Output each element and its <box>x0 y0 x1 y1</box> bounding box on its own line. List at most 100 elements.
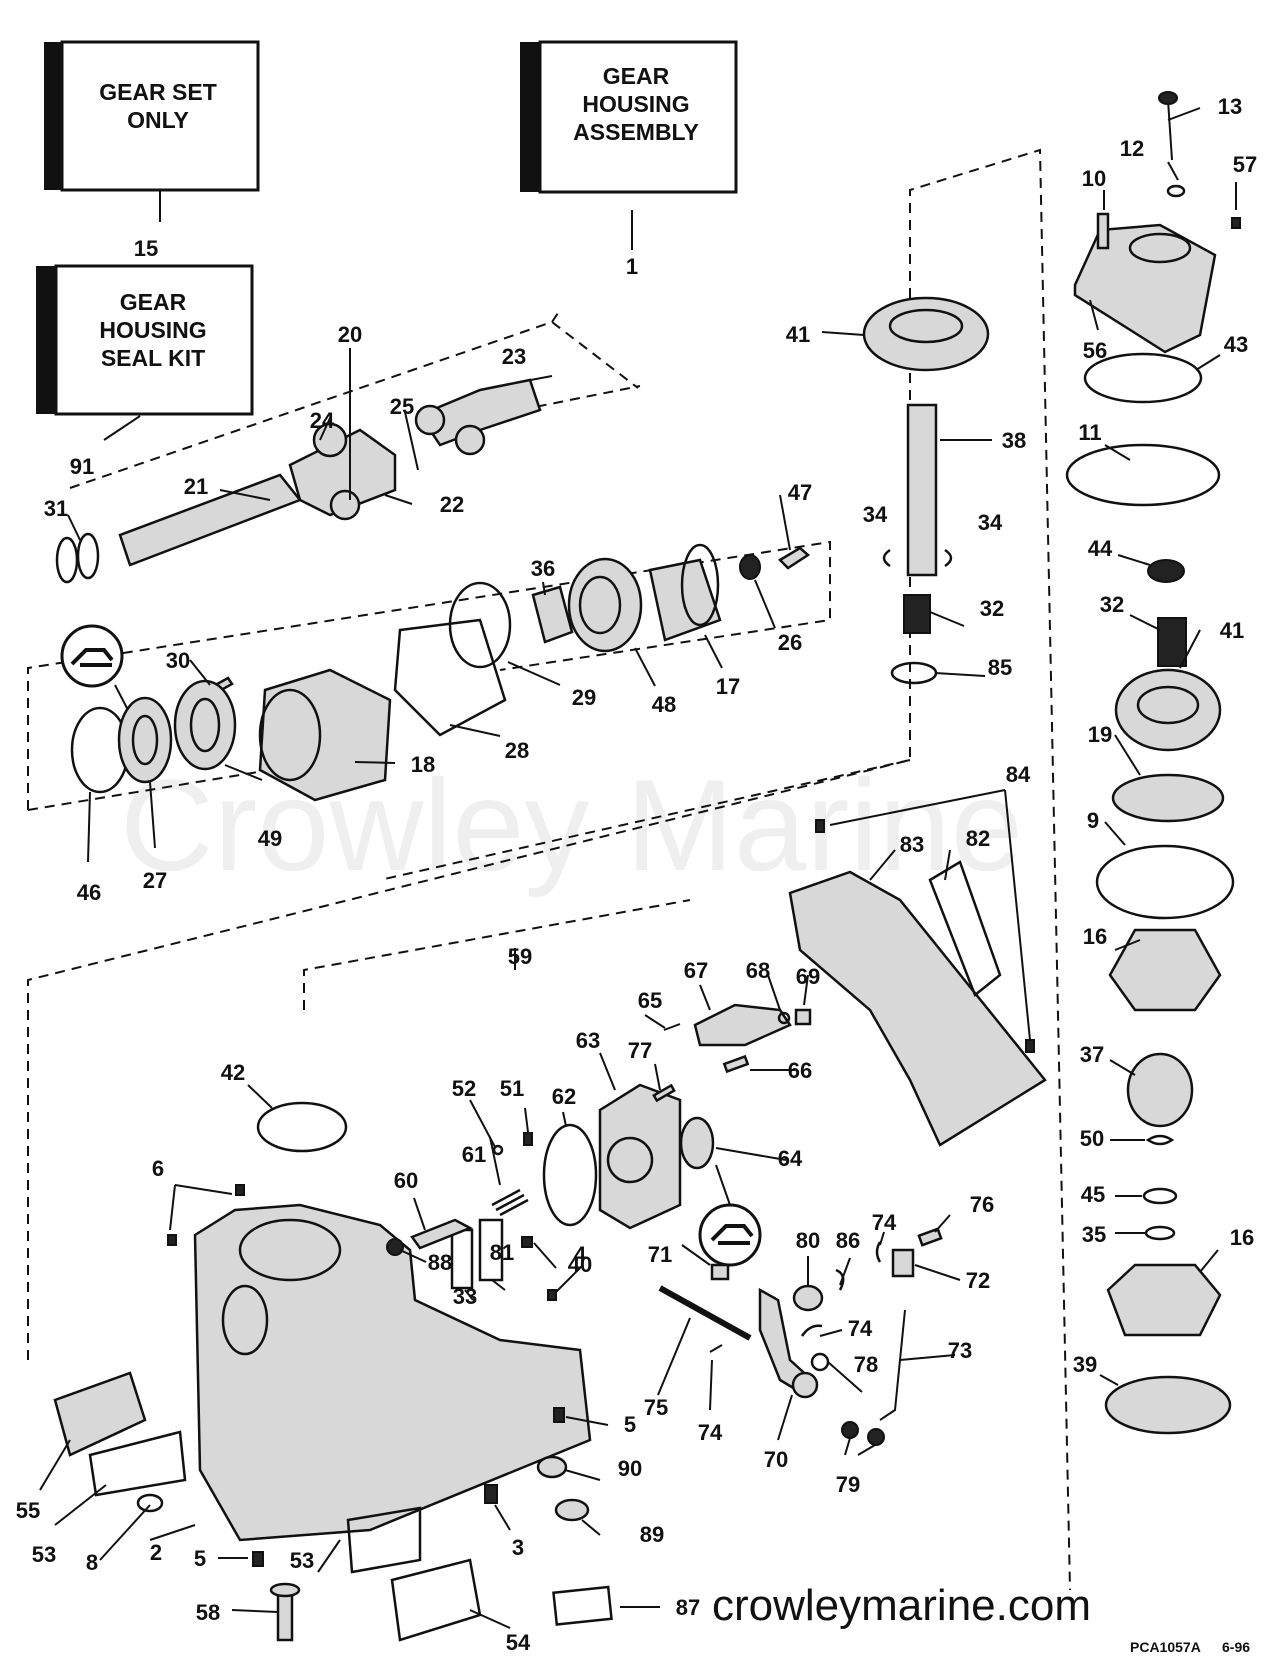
seal-27[interactable] <box>117 696 173 784</box>
o-rings-31[interactable] <box>55 532 100 584</box>
bearing-48[interactable] <box>567 557 643 653</box>
anode-54[interactable] <box>390 1558 482 1642</box>
plugs-6[interactable] <box>167 1184 245 1246</box>
seal-49[interactable] <box>173 679 237 771</box>
retainers-34[interactable] <box>882 548 953 568</box>
callout-47: 47 <box>788 480 812 505</box>
screw-77[interactable] <box>652 1083 676 1103</box>
washer-85[interactable] <box>890 661 938 685</box>
spring-50[interactable] <box>1145 1134 1175 1146</box>
shift-housing-63[interactable] <box>598 1083 682 1230</box>
plate-87[interactable] <box>552 1585 613 1626</box>
gear-housing-2[interactable] <box>193 1203 592 1542</box>
ring-35[interactable] <box>1144 1225 1176 1241</box>
bell-crank-70[interactable] <box>758 1287 819 1399</box>
washer-78[interactable] <box>810 1352 830 1372</box>
seal-kit-line1: GEAR <box>120 289 187 315</box>
plug-3[interactable] <box>484 1484 498 1504</box>
callout-19: 19 <box>1088 722 1112 747</box>
pinion-gear-17[interactable] <box>648 543 722 642</box>
callout-51: 51 <box>500 1076 524 1101</box>
washer-80[interactable] <box>792 1284 824 1312</box>
plug-5-mid[interactable] <box>553 1407 565 1423</box>
pin-65[interactable] <box>663 1023 681 1031</box>
screw-69[interactable] <box>794 1008 812 1026</box>
washer-12[interactable] <box>1166 184 1186 198</box>
bushing-36[interactable] <box>531 585 574 644</box>
pin-66[interactable] <box>722 1054 750 1074</box>
cover-83[interactable] <box>788 870 1047 1147</box>
plug-5-bottom[interactable] <box>252 1551 264 1567</box>
gear-16-upper[interactable] <box>1108 928 1222 1012</box>
callout-3: 3 <box>512 1535 524 1560</box>
o-ring-62[interactable] <box>542 1123 598 1227</box>
gasket-28[interactable] <box>393 618 507 737</box>
cover-56[interactable] <box>1073 223 1217 354</box>
dipstick-13[interactable] <box>1158 91 1178 161</box>
plates-33[interactable] <box>450 1228 474 1290</box>
link-rod-75[interactable] <box>658 1285 752 1341</box>
callout-43: 43 <box>1224 332 1248 357</box>
nuts-79[interactable] <box>841 1421 885 1446</box>
plug-90[interactable] <box>536 1455 568 1479</box>
screw-51[interactable] <box>523 1132 533 1146</box>
plug-89[interactable] <box>554 1498 590 1522</box>
pin-74-bottom[interactable] <box>709 1344 723 1353</box>
screw-4[interactable] <box>547 1289 557 1301</box>
cup-19[interactable] <box>1111 773 1225 823</box>
callout-34b: 34 <box>978 510 1003 535</box>
callout-42: 42 <box>221 1060 245 1085</box>
nut-44[interactable] <box>1147 559 1185 583</box>
bearing-cup-39[interactable] <box>1104 1375 1232 1435</box>
clip-74-mid[interactable] <box>800 1324 823 1337</box>
plates-81[interactable] <box>478 1218 504 1282</box>
gear-housing-assembly-box[interactable]: GEAR HOUSING ASSEMBLY <box>520 40 738 194</box>
bearing-41-top[interactable] <box>862 296 990 372</box>
washer-68[interactable] <box>777 1011 791 1025</box>
callout-20: 20 <box>338 322 362 347</box>
bolt-10[interactable] <box>1096 212 1110 250</box>
shift-lever-60[interactable] <box>410 1218 473 1250</box>
bearing-41-right[interactable] <box>1114 668 1222 752</box>
date-code: 6-96 <box>1222 1639 1250 1655</box>
nut-26[interactable] <box>739 554 761 580</box>
spring-61[interactable] <box>491 1188 529 1217</box>
washer-8[interactable] <box>136 1493 164 1513</box>
screw-84a[interactable] <box>815 819 825 833</box>
bolt-58[interactable] <box>269 1582 301 1642</box>
spring-32-right[interactable] <box>1157 617 1187 667</box>
plate-53-left[interactable] <box>88 1430 187 1497</box>
screw-76[interactable] <box>917 1227 943 1247</box>
driveshaft-38[interactable] <box>906 403 938 577</box>
o-ring-42[interactable] <box>256 1101 348 1153</box>
gear-housing-seal-kit-box[interactable]: GEAR HOUSING SEAL KIT <box>36 264 254 416</box>
spring-32-center[interactable] <box>903 594 931 634</box>
plate-55[interactable] <box>53 1371 147 1457</box>
bushing-64[interactable] <box>679 1116 715 1170</box>
ball-52[interactable] <box>492 1144 504 1156</box>
connector-72[interactable] <box>891 1248 915 1278</box>
sealant-symbol-2 <box>698 1203 762 1267</box>
gear-set-only-box[interactable]: GEAR SET ONLY <box>44 40 260 192</box>
washer-45[interactable] <box>1142 1187 1178 1205</box>
screw-84b[interactable] <box>1025 1039 1035 1053</box>
callout-74c: 74 <box>698 1420 723 1445</box>
o-ring-9[interactable] <box>1095 844 1235 920</box>
screw-40[interactable] <box>521 1236 533 1248</box>
bearing-housing-18[interactable] <box>258 668 392 802</box>
screw-71[interactable] <box>710 1263 730 1281</box>
gear-16-lower[interactable] <box>1106 1263 1222 1337</box>
clip-74-top[interactable] <box>875 1241 882 1263</box>
rod-73[interactable] <box>879 1309 906 1421</box>
plug-88[interactable] <box>386 1238 404 1256</box>
callout-74a: 74 <box>872 1210 897 1235</box>
o-ring-29[interactable] <box>448 581 512 669</box>
actuator-67[interactable] <box>693 1003 792 1047</box>
plate-82[interactable] <box>928 860 1002 998</box>
gasket-11[interactable] <box>1065 443 1221 507</box>
plate-53-bottom[interactable] <box>346 1506 422 1574</box>
screw-47[interactable] <box>777 546 811 570</box>
plug-57[interactable] <box>1231 217 1241 229</box>
clutch-37[interactable] <box>1126 1052 1194 1128</box>
o-ring-43[interactable] <box>1083 352 1203 404</box>
